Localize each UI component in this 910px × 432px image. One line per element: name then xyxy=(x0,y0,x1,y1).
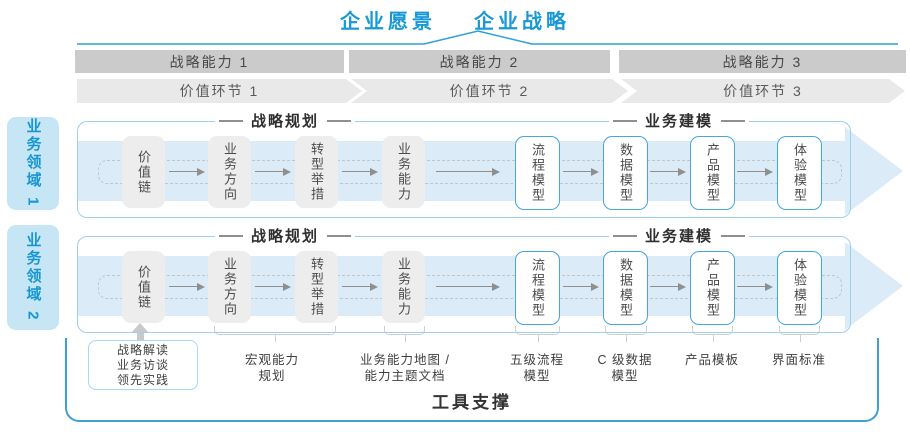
box-transformation-initiatives: 转型举措 xyxy=(295,136,338,208)
value-chain-chevron-2: 价值环节 2 xyxy=(351,79,628,103)
annotation-product-template: 产品模板 xyxy=(647,352,777,368)
annotation-level5-process-model: 五级流程 模型 xyxy=(472,352,602,384)
box-value-chain: 价值链 xyxy=(122,136,165,208)
flow-arrow-icon xyxy=(563,283,599,291)
annotation-line: 产品模板 xyxy=(684,353,739,367)
flow-arrow-icon xyxy=(255,168,291,176)
section-title-strategic-planning: 战略规划 xyxy=(215,225,356,246)
flow-arrow-icon xyxy=(737,283,773,291)
flow-arrow-icon xyxy=(255,283,291,291)
box-business-capability: 业务能力 xyxy=(382,251,425,323)
tool-support-container: 工具支撑 xyxy=(65,338,879,422)
box-data-model: 数据模型 xyxy=(603,251,648,325)
pipeline-dashed-outline xyxy=(98,275,842,299)
annotation-line: 模型 xyxy=(611,369,639,383)
flow-arrow-icon xyxy=(342,168,378,176)
box-business-direction: 业务方向 xyxy=(208,251,251,323)
title-dash-icon xyxy=(613,234,637,237)
section-title-business-modeling: 业务建模 xyxy=(609,110,750,131)
bracket-icon xyxy=(605,326,647,342)
annotation-line: 业务能力地图 / xyxy=(360,353,450,367)
box-product-model: 产品模型 xyxy=(690,136,735,210)
title-dash-icon xyxy=(721,119,746,122)
annotation-line: 五级流程 xyxy=(509,353,564,367)
bracket-icon xyxy=(214,326,336,342)
section-title-label: 业务建模 xyxy=(645,228,714,245)
strategy-title: 企业战略 xyxy=(474,11,570,33)
flow-arrow-icon xyxy=(563,168,599,176)
callout-line: 业务访谈 xyxy=(116,357,169,372)
box-business-capability: 业务能力 xyxy=(382,136,425,208)
flow-arrow-icon xyxy=(436,283,500,291)
box-experience-model: 体验模型 xyxy=(777,251,822,325)
domain-row-2: 战略规划 业务建模 价值链 业务方向 转型举措 业务能力 流程模型 数据模型 产… xyxy=(77,225,903,333)
box-value-chain: 价值链 xyxy=(122,251,165,323)
value-chain-chevron-3: 价值环节 3 xyxy=(621,79,905,103)
flow-arrow-icon xyxy=(342,283,378,291)
title-dash-icon xyxy=(219,119,243,122)
title-dash-icon xyxy=(219,234,243,237)
annotation-line: 能力主题文档 xyxy=(364,369,446,383)
title-dash-icon xyxy=(327,234,352,237)
bracket-icon xyxy=(515,326,560,342)
vision-title: 企业愿景 xyxy=(340,11,436,33)
tool-support-label: 工具支撑 xyxy=(432,393,512,412)
title-dash-icon xyxy=(721,234,746,237)
section-title-strategic-planning: 战略规划 xyxy=(215,110,356,131)
box-experience-model: 体验模型 xyxy=(777,136,822,210)
flow-band-arrowhead-icon xyxy=(845,127,903,215)
flow-arrow-icon xyxy=(436,168,500,176)
flow-band-arrowhead-icon xyxy=(845,242,903,330)
box-product-model: 产品模型 xyxy=(690,251,735,325)
annotation-capability-map-docs: 业务能力地图 / 能力主题文档 xyxy=(340,352,470,384)
domain-row-1: 战略规划 业务建模 价值链 业务方向 转型举措 业务能力 流程模型 数据模型 产… xyxy=(77,110,903,218)
section-title-label: 业务建模 xyxy=(645,113,714,130)
annotation-line: C 级数据 xyxy=(597,353,653,367)
callout-strategy-inputs: 战略解读 业务访谈 领先实践 xyxy=(88,340,198,390)
flow-arrow-icon xyxy=(169,283,205,291)
domain-label-2: 业务领域 2 xyxy=(7,225,59,330)
bracket-icon xyxy=(779,326,820,342)
pipeline-dashed-outline xyxy=(98,160,842,184)
annotation-macro-capability-planning: 宏观能力 规划 xyxy=(207,352,337,384)
flow-arrow-icon xyxy=(737,168,773,176)
title-dash-icon xyxy=(613,119,637,122)
callout-line: 战略解读 xyxy=(116,342,169,357)
domain-label-1: 业务领域 1 xyxy=(7,117,59,210)
bracket-icon xyxy=(692,326,733,342)
header-titles: 企业愿景 企业战略 xyxy=(0,5,910,34)
flow-arrow-icon xyxy=(650,283,686,291)
up-arrow-icon xyxy=(137,332,144,340)
box-process-model: 流程模型 xyxy=(515,251,560,325)
annotation-ui-standard: 界面标准 xyxy=(734,352,864,368)
section-title-business-modeling: 业务建模 xyxy=(609,225,750,246)
flow-arrow-icon xyxy=(169,168,205,176)
capability-bar-2: 战略能力 2 xyxy=(349,50,610,73)
capability-bar-3: 战略能力 3 xyxy=(619,50,906,73)
annotation-line: 规划 xyxy=(258,369,286,383)
annotation-line: 宏观能力 xyxy=(244,353,299,367)
annotation-c-level-data-model: C 级数据 模型 xyxy=(560,352,690,384)
box-process-model: 流程模型 xyxy=(515,136,560,210)
up-arrow-icon xyxy=(132,323,148,332)
bracket-icon xyxy=(384,326,425,342)
section-title-label: 战略规划 xyxy=(251,113,320,130)
section-title-label: 战略规划 xyxy=(251,228,320,245)
annotation-line: 模型 xyxy=(523,369,551,383)
header-divider-caret xyxy=(77,30,898,45)
value-chain-chevron-1: 价值环节 1 xyxy=(77,79,362,103)
capability-bar-1: 战略能力 1 xyxy=(75,50,344,73)
title-dash-icon xyxy=(327,119,352,122)
callout-line: 领先实践 xyxy=(116,372,169,387)
annotation-line: 界面标准 xyxy=(771,353,826,367)
box-business-direction: 业务方向 xyxy=(208,136,251,208)
flow-arrow-icon xyxy=(650,168,686,176)
box-data-model: 数据模型 xyxy=(603,136,648,210)
box-transformation-initiatives: 转型举措 xyxy=(295,251,338,323)
